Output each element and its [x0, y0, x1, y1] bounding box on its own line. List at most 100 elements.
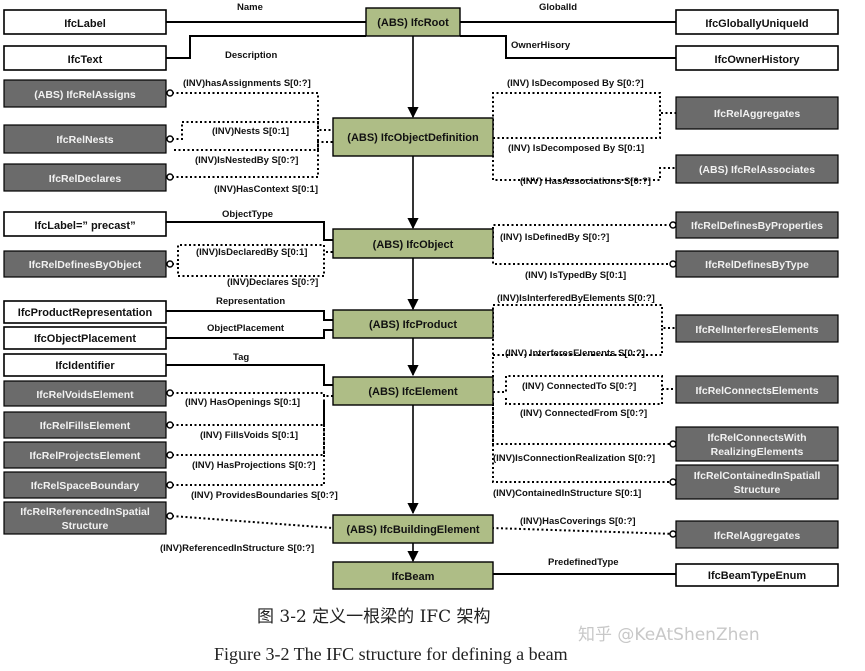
label-has-associations: (INV) HasAssociations S[0:?] — [520, 176, 651, 187]
box-ifcownerhistory: IfcOwnerHistory — [675, 45, 839, 71]
svg-text:IfcIdentifier: IfcIdentifier — [55, 360, 115, 372]
svg-text:RealizingElements: RealizingElements — [711, 446, 804, 458]
label-globalid: GlobalId — [539, 2, 577, 13]
svg-text:IfcRelDefinesByProperties: IfcRelDefinesByProperties — [691, 220, 823, 232]
label-has-coverings: (INV)HasCoverings S[0:?] — [520, 516, 636, 527]
class-ifcbuildingelement: (ABS) IfcBuildingElement — [332, 514, 494, 544]
svg-text:(ABS) IfcBuildingElement: (ABS) IfcBuildingElement — [346, 524, 480, 536]
svg-text:IfcRelAggregates: IfcRelAggregates — [714, 108, 801, 120]
svg-text:IfcBeam: IfcBeam — [392, 571, 435, 583]
label-representation: Representation — [216, 296, 285, 307]
label-object-placement: ObjectPlacement — [207, 323, 285, 334]
svg-text:IfcBeamTypeEnum: IfcBeamTypeEnum — [708, 570, 806, 582]
box-ifcrelprojectselement: IfcRelProjectsElement — [3, 441, 167, 469]
box-ifcrelaggregates-2: IfcRelAggregates — [675, 520, 839, 549]
svg-text:IfcRelConnectsElements: IfcRelConnectsElements — [695, 385, 818, 397]
svg-text:IfcRelConnectsWith: IfcRelConnectsWith — [707, 432, 806, 444]
watermark: 知乎 @KeAtShenZhen — [578, 625, 760, 645]
svg-text:IfcRelFillsElement: IfcRelFillsElement — [40, 420, 131, 432]
box-ifcrelreferencedinspatialstructure: IfcRelReferencedInSpatial Structure — [3, 501, 167, 535]
label-description: Description — [225, 50, 277, 61]
label-declares: (INV)Declares S[0:?] — [227, 277, 318, 288]
label-object-type: ObjectType — [222, 209, 273, 220]
svg-text:IfcRelProjectsElement: IfcRelProjectsElement — [30, 450, 141, 462]
svg-text:(ABS) IfcRoot: (ABS) IfcRoot — [377, 17, 449, 29]
label-is-decomposed-by-2: (INV) IsDecomposed By S[0:1] — [508, 143, 644, 154]
box-ifcrelaggregates: IfcRelAggregates — [675, 96, 839, 130]
box-ifclabel-precast: IfcLabel=” precast” — [3, 211, 167, 237]
box-ifcgloballyuniqueid: IfcGloballyUniqueId — [675, 9, 839, 35]
svg-text:Structure: Structure — [734, 484, 781, 496]
label-fills-voids: (INV) FillsVoids S[0:1] — [200, 430, 298, 441]
label-is-interfered-by: (INV)IsInterferedByElements S[0:?] — [497, 293, 655, 304]
caption-english: Figure 3-2 The IFC structure for definin… — [214, 644, 568, 664]
label-has-openings: (INV) HasOpenings S[0:1] — [185, 397, 300, 408]
svg-text:IfcRelDefinesByObject: IfcRelDefinesByObject — [29, 259, 142, 271]
label-provides-boundaries: (INV) ProvidesBoundaries S[0:?] — [191, 490, 338, 501]
class-ifcbeam: IfcBeam — [332, 561, 494, 590]
svg-text:IfcGloballyUniqueId: IfcGloballyUniqueId — [705, 18, 808, 30]
class-ifcelement: (ABS) IfcElement — [332, 376, 494, 406]
svg-text:IfcProductRepresentation: IfcProductRepresentation — [18, 307, 153, 319]
svg-text:IfcRelNests: IfcRelNests — [56, 134, 113, 146]
label-contained-in-structure: (INV)ContainedInStructure S[0:1] — [493, 488, 641, 499]
box-ifcrelconnectselements: IfcRelConnectsElements — [675, 375, 839, 404]
label-interferes-elements: (INV) InterferesElements S[0:?] — [505, 348, 645, 359]
svg-text:IfcRelInterferesElements: IfcRelInterferesElements — [695, 324, 818, 336]
svg-text:IfcLabel: IfcLabel — [64, 18, 106, 30]
label-is-connection-realization: (INV)IsConnectionRealization S[0:?] — [493, 453, 655, 464]
svg-text:(ABS) IfcElement: (ABS) IfcElement — [368, 386, 458, 398]
svg-text:(ABS) IfcObject: (ABS) IfcObject — [373, 239, 454, 251]
label-ownerhistory: OwnerHisory — [511, 40, 571, 51]
label-connected-from: (INV) ConnectedFrom S[0:?] — [520, 408, 647, 419]
box-ifcrelinterfereselements: IfcRelInterferesElements — [675, 314, 839, 343]
class-ifcobjectdefinition: (ABS) IfcObjectDefinition — [332, 117, 494, 157]
label-has-context: (INV)HasContext S[0:1] — [214, 184, 318, 195]
label-is-declared-by: (INV)IsDeclaredBy S[0:1] — [196, 247, 307, 258]
class-ifcobject: (ABS) IfcObject — [332, 228, 494, 259]
box-ifcreldefinesbyobject: IfcRelDefinesByObject — [3, 250, 167, 278]
label-name: Name — [237, 2, 263, 13]
label-has-assignments: (INV)hasAssignments S[0:?] — [183, 78, 311, 89]
caption-chinese: 图 3-2 定义一根梁的 IFC 架构 — [257, 607, 491, 627]
attribute-lines — [166, 21, 676, 575]
box-ifcrelassociates: (ABS) IfcRelAssociates — [675, 154, 839, 184]
svg-text:IfcObjectPlacement: IfcObjectPlacement — [34, 333, 136, 345]
class-ifcroot: (ABS) IfcRoot — [365, 7, 461, 37]
svg-text:IfcRelReferencedInSpatial: IfcRelReferencedInSpatial — [20, 506, 150, 518]
label-connected-to: (INV) ConnectedTo S[0:?] — [522, 381, 636, 392]
label-referenced-in-structure: (INV)ReferencedInStructure S[0:?] — [160, 543, 314, 554]
box-ifcrelcontainedinspatialstructure: IfcRelContainedInSpatiall Structure — [675, 464, 839, 500]
svg-text:IfcText: IfcText — [68, 54, 103, 66]
svg-text:(ABS) IfcObjectDefinition: (ABS) IfcObjectDefinition — [347, 132, 479, 144]
box-ifctext: IfcText — [3, 45, 167, 71]
box-ifcrelspaceboundary: IfcRelSpaceBoundary — [3, 471, 167, 499]
edge-labels: Name GlobalId Description OwnerHisory (I… — [160, 2, 655, 568]
box-ifcreldefinesbytype: IfcRelDefinesByType — [675, 250, 839, 278]
svg-text:IfcLabel=” precast”: IfcLabel=” precast” — [34, 220, 135, 232]
svg-text:IfcRelContainedInSpatiall: IfcRelContainedInSpatiall — [694, 470, 821, 482]
label-is-defined-by: (INV) IsDefinedBy S[0:?] — [500, 232, 609, 243]
class-ifcproduct: (ABS) IfcProduct — [332, 309, 494, 339]
label-is-nested-by: (INV)IsNestedBy S[0:?] — [195, 155, 298, 166]
box-ifcrelconnectswithrealizingelements: IfcRelConnectsWith RealizingElements — [675, 426, 839, 462]
svg-text:IfcRelDeclares: IfcRelDeclares — [49, 173, 122, 185]
box-ifcreldefinesbyproperties: IfcRelDefinesByProperties — [675, 211, 839, 239]
svg-text:Structure: Structure — [62, 520, 109, 532]
svg-text:IfcRelAggregates: IfcRelAggregates — [714, 530, 801, 542]
label-nests: (INV)Nests S[0:1] — [212, 126, 289, 137]
svg-text:IfcRelVoidsElement: IfcRelVoidsElement — [36, 389, 134, 401]
svg-text:(ABS) IfcProduct: (ABS) IfcProduct — [369, 319, 457, 331]
box-ifcrelassigns: (ABS) IfcRelAssigns — [3, 79, 167, 108]
svg-text:(ABS) IfcRelAssigns: (ABS) IfcRelAssigns — [34, 89, 136, 101]
label-has-projections: (INV) HasProjections S[0:?] — [192, 460, 316, 471]
label-is-decomposed-by-1: (INV) IsDecomposed By S[0:?] — [507, 78, 644, 89]
box-ifcrelvoidselement: IfcRelVoidsElement — [3, 380, 167, 407]
label-predefined-type: PredefinedType — [548, 557, 619, 568]
label-is-typed-by: (INV) IsTypedBy S[0:1] — [525, 270, 626, 281]
box-ifcproductrepresentation: IfcProductRepresentation — [3, 300, 167, 324]
box-ifcrelnests: IfcRelNests — [3, 124, 167, 154]
label-tag: Tag — [233, 352, 249, 363]
svg-text:IfcOwnerHistory: IfcOwnerHistory — [715, 54, 801, 66]
